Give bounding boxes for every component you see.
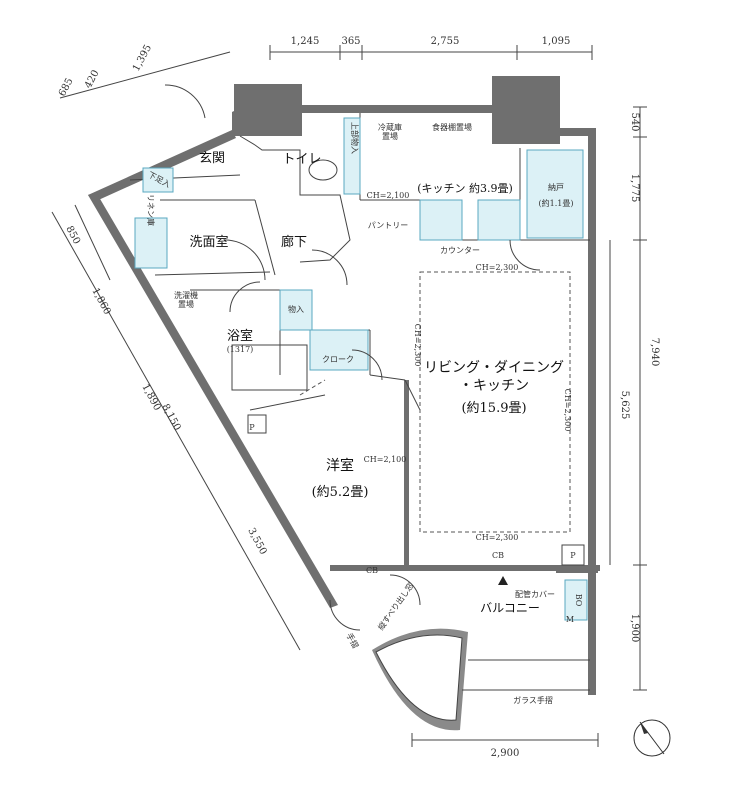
dim-left-5: 3,550 [245, 526, 268, 556]
label-ch-ldk-right: CH=2,300 [563, 389, 572, 432]
dim-right-2: 1,775 [629, 174, 640, 203]
label-ch-ldk-top: CH=2,300 [476, 263, 519, 272]
label-p2: P [570, 551, 576, 560]
label-ch-ldk-left: CH=2,300 [413, 324, 422, 367]
closet-box [309, 329, 369, 371]
room-bath: 浴室 [227, 328, 253, 344]
label-pantry: パントリー [368, 221, 408, 230]
label-ch-western: CH=2,100 [364, 455, 407, 464]
column-right [492, 76, 560, 144]
dim-topleft-3: 1,395 [131, 43, 154, 73]
label-pipe-cover: 配管カバー [515, 589, 555, 599]
label-counter: カウンター [440, 246, 480, 255]
label-cb-ldk: CB [492, 551, 504, 560]
north-compass-icon [633, 719, 671, 757]
dim-right-4: 5,625 [619, 391, 630, 420]
room-entrance: 玄関 [199, 151, 225, 166]
room-western-size: (約5.2畳) [312, 485, 369, 500]
bathtub [231, 344, 308, 391]
storage-box [279, 289, 313, 331]
pipe-space-2 [561, 544, 585, 566]
label-sliding-window: 縦すべり出し窓 [376, 581, 416, 632]
pipe-box [564, 579, 588, 621]
dimension-lines [51, 45, 647, 747]
nando-box [526, 149, 584, 239]
dim-top-1: 1,245 [291, 36, 320, 47]
room-toilet: トイレ [282, 152, 321, 167]
label-up-storage: 上部物入 [350, 122, 360, 154]
dim-bottom: 2,900 [491, 748, 520, 759]
shoe-box [142, 167, 174, 193]
label-fridge: 冷蔵庫置場 [378, 122, 402, 141]
toilet-bowl [308, 159, 338, 181]
room-ldk-line2: ・キッチン [459, 378, 529, 394]
label-bo: BO [574, 594, 583, 607]
dim-top-2: 365 [341, 36, 360, 47]
label-p1: P [249, 423, 255, 432]
room-ldk-line1: リビング・ダイニング [424, 360, 564, 376]
dim-left-4: 8,150 [159, 402, 182, 432]
room-hallway: 廊下 [281, 234, 307, 250]
label-m: M [566, 615, 574, 624]
pipe-space-1 [247, 414, 267, 434]
entry-arrow-icon [498, 576, 508, 585]
stove [477, 199, 521, 241]
dim-right-1: 540 [629, 112, 640, 131]
dim-right-5: 1,900 [629, 614, 640, 643]
room-storage: 物入 [288, 304, 304, 314]
door-swings [164, 84, 541, 631]
dim-left-1: 850 [63, 224, 82, 246]
room-nando-size: (約1.1畳) [539, 198, 574, 208]
dim-top-4: 1,095 [542, 36, 571, 47]
toilet-shelf [343, 117, 361, 195]
label-dish: 食器棚置場 [432, 122, 472, 132]
dim-right-3: 7,940 [649, 338, 660, 367]
label-ch-ldk-bottom: CH=2,300 [476, 533, 519, 542]
sink [419, 199, 463, 241]
room-nando: 納戸 [548, 182, 564, 192]
ldk-ceiling-outline [419, 271, 571, 533]
dim-top-3: 2,755 [431, 36, 460, 47]
label-hand-rail: 手摺 [344, 631, 360, 650]
room-bath-size: (1317) [227, 345, 254, 354]
column-left [234, 84, 302, 136]
walls [88, 76, 600, 695]
room-washroom: 洗面室 [189, 234, 228, 250]
label-linen: リネン庫 [146, 194, 156, 226]
dim-topleft-1: 685 [57, 76, 76, 98]
room-laundry: 洗濯機置場 [174, 290, 198, 309]
room-kitchen: (キッチン 約3.9畳) [417, 181, 513, 195]
label-cb-western: CB [366, 566, 378, 575]
label-ch-kitchen: CH=2,100 [367, 191, 410, 200]
label-glass-rail: ガラス手摺 [513, 695, 553, 705]
room-balcony: バルコニー [480, 601, 540, 615]
linen-box [134, 217, 168, 269]
room-closet: クローク [322, 355, 354, 364]
room-western: 洋室 [326, 457, 354, 474]
room-ldk-size: (約15.9畳) [461, 401, 526, 416]
dim-left-3: 1,890 [139, 382, 162, 412]
dim-left-2: 1,860 [89, 286, 112, 316]
